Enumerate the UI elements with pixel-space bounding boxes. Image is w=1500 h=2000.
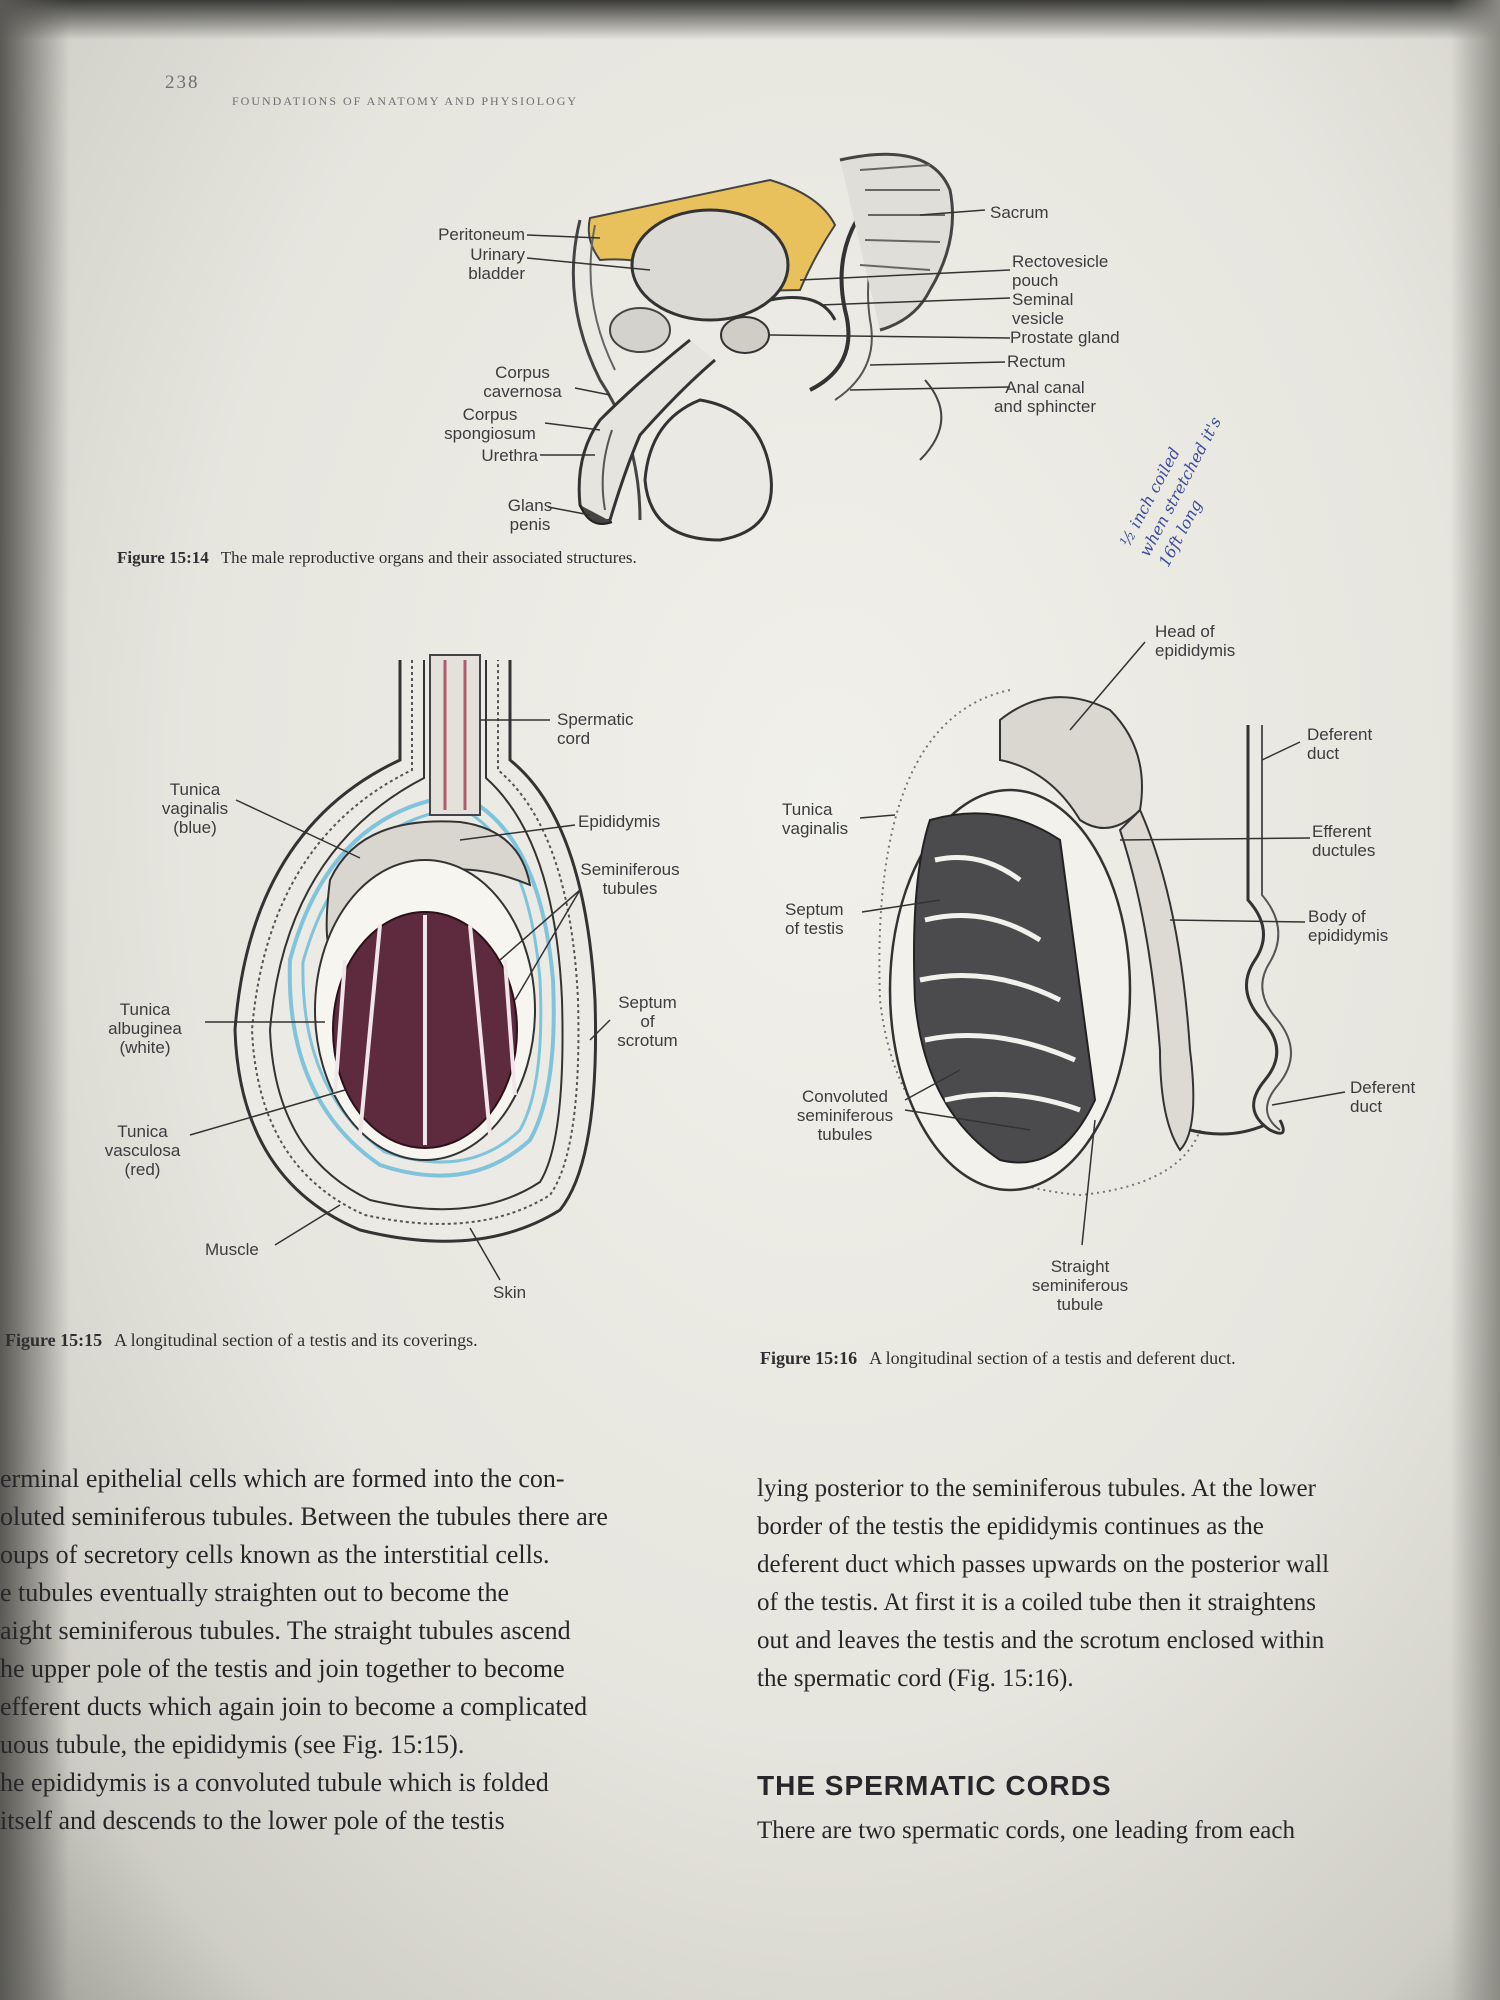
- label-rectum: Rectum: [1007, 352, 1066, 371]
- text-line: of the testis. At first it is a coiled t…: [757, 1589, 1316, 1616]
- text-line: out and leaves the testis and the scrotu…: [757, 1627, 1325, 1654]
- label-deferent-duct-bottom: Deferent duct: [1350, 1078, 1416, 1116]
- figure-15-14-caption: Figure 15:14 The male reproductive organs…: [117, 548, 637, 568]
- left-column-text: erminal epithelial cells which are forme…: [0, 1460, 608, 1840]
- label-anal-canal: Anal canal and sphincter: [993, 378, 1097, 416]
- label-septum-scrotum: Septum of scrotum: [617, 993, 678, 1050]
- label-rectovesicle-pouch: Rectovesicle pouch: [1012, 252, 1109, 290]
- label-efferent-ductules: Efferent ductules: [1312, 822, 1376, 860]
- text-line: oups of secretory cells known as the int…: [0, 1540, 550, 1569]
- caption-number: Figure 15:14: [117, 548, 209, 567]
- figure-15-16-caption: Figure 15:16 A longitudinal section of a …: [760, 1348, 1236, 1369]
- text-line: oluted seminiferous tubules. Between the…: [0, 1502, 608, 1531]
- label-body-of-epididymis: Body of epididymis: [1308, 907, 1389, 945]
- label-glans-penis: Glans penis: [507, 496, 553, 534]
- text-line: itself and descends to the lower pole of…: [0, 1806, 505, 1835]
- text-line: he epididymis is a convoluted tubule whi…: [0, 1768, 549, 1797]
- label-seminal-vesicle: Seminal vesicle: [1012, 290, 1074, 328]
- text-line: border of the testis the epididymis cont…: [757, 1513, 1264, 1540]
- text-line: aight seminiferous tubules. The straight…: [0, 1616, 571, 1645]
- running-title: FOUNDATIONS OF ANATOMY AND PHYSIOLOGY: [232, 94, 579, 108]
- caption-text: A longitudinal section of a testis and d…: [869, 1348, 1236, 1368]
- page-number: 238: [165, 72, 200, 93]
- caption-text: A longitudinal section of a testis and i…: [114, 1330, 478, 1350]
- label-tunica-vaginalis: Tunica vaginalis: [782, 800, 849, 838]
- label-spermatic-cord: Spermatic cord: [557, 710, 634, 748]
- figure-15-15-caption: Figure 15:15 A longitudinal section of a …: [5, 1330, 478, 1351]
- label-deferent-duct-top: Deferent duct: [1307, 725, 1373, 763]
- label-straight-tubule: Straight seminiferous tubule: [1031, 1257, 1129, 1314]
- label-corpus-spongiosum: Corpus spongiosum: [444, 405, 536, 443]
- label-muscle: Muscle: [205, 1240, 259, 1259]
- label-peritoneum: Peritoneum: [438, 225, 525, 244]
- page-edge-right: [1450, 0, 1500, 2000]
- label-urinary-bladder: Urinary bladder: [468, 245, 525, 283]
- caption-text: The male reproductive organs and their a…: [220, 548, 637, 567]
- text-line: deferent duct which passes upwards on th…: [757, 1551, 1330, 1578]
- label-tunica-albuginea: Tunica albuginea (white): [108, 1000, 182, 1057]
- label-tunica-vasculosa: Tunica vasculosa (red): [104, 1122, 181, 1179]
- label-head-of-epididymis: Head of epididymis: [1155, 622, 1236, 660]
- label-septum-of-testis: Septum of testis: [785, 900, 844, 938]
- label-corpus-cavernosa: Corpus cavernosa: [483, 363, 562, 401]
- text-line: the spermatic cord (Fig. 15:16).: [757, 1665, 1074, 1692]
- label-sacrum: Sacrum: [990, 203, 1049, 222]
- label-prostate-gland: Prostate gland: [1010, 328, 1120, 347]
- page-shadow-left: [0, 0, 70, 2000]
- caption-number: Figure 15:15: [5, 1330, 103, 1350]
- text-line: efferent ducts which again join to becom…: [0, 1692, 588, 1721]
- section-heading: THE SPERMATIC CORDS: [757, 1770, 1112, 1801]
- label-tunica-vaginalis-blue: Tunica vaginalis (blue): [161, 780, 229, 837]
- text-line: uous tubule, the epididymis (see Fig. 15…: [0, 1730, 465, 1759]
- text-line: he upper pole of the testis and join tog…: [0, 1654, 565, 1683]
- page-shadow-top: [0, 0, 1500, 40]
- text-line: erminal epithelial cells which are forme…: [0, 1464, 565, 1493]
- section-paragraph: There are two spermatic cords, one leadi…: [757, 1817, 1295, 1844]
- caption-number: Figure 15:16: [760, 1348, 858, 1368]
- label-convoluted-tubules: Convoluted seminiferous tubules: [796, 1087, 894, 1144]
- label-skin: Skin: [493, 1283, 527, 1302]
- text-line: lying posterior to the seminiferous tubu…: [757, 1475, 1316, 1502]
- right-column-text: lying posterior to the seminiferous tubu…: [757, 1470, 1329, 1698]
- label-seminiferous-tubules: Seminiferous tubules: [580, 860, 680, 898]
- text-line: e tubules eventually straighten out to b…: [0, 1578, 510, 1607]
- label-epididymis: Epididymis: [578, 812, 661, 831]
- label-urethra: Urethra: [481, 446, 538, 465]
